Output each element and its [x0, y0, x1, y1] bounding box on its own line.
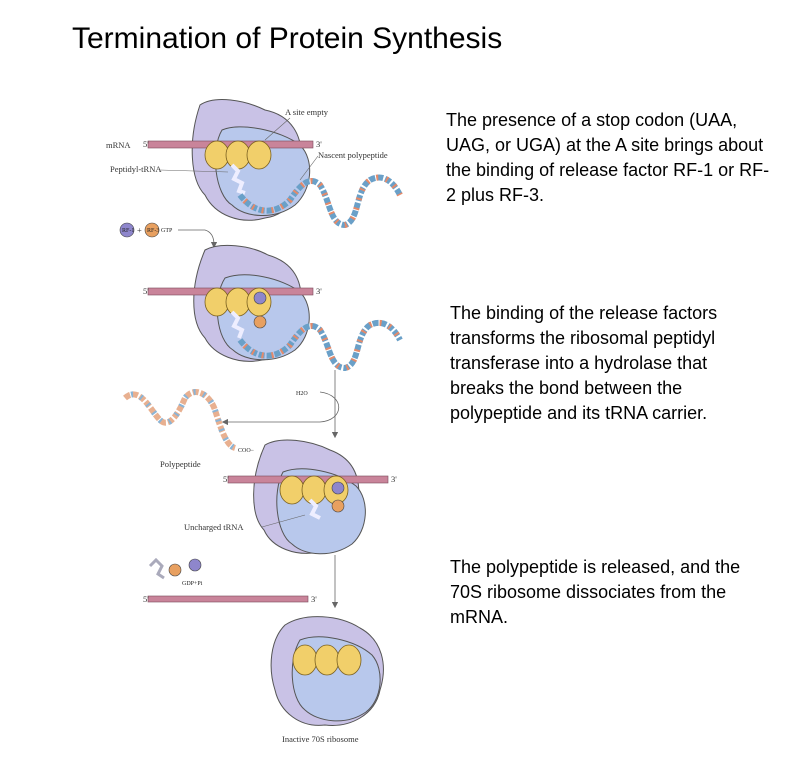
- peptidyl-trna-shape: [230, 163, 246, 195]
- stage-2: 5' 3': [143, 245, 403, 439]
- paragraph-release-factors: The binding of the release factors trans…: [450, 303, 718, 423]
- label-uncharged-trna: Uncharged tRNA: [184, 522, 244, 532]
- released-polypeptide: [123, 389, 237, 451]
- label-five-prime-2: 5': [143, 286, 149, 296]
- label-a-site-empty: A site empty: [285, 107, 329, 117]
- free-rf3: [168, 563, 182, 577]
- label-polypeptide: Polypeptide: [160, 459, 201, 469]
- free-mrna: [147, 595, 309, 603]
- bound-rf1: [253, 291, 267, 305]
- termination-diagram: A site empty mRNA 5' 3' Nascent polypept…: [106, 99, 403, 744]
- label-mrna: mRNA: [106, 140, 131, 150]
- gtp-label-1: GTP: [161, 228, 173, 234]
- rf3-label: RF-3: [147, 228, 159, 234]
- stage-1: A site empty mRNA 5' 3' Nascent polypept…: [106, 99, 403, 249]
- label-three-prime-2: 3': [316, 286, 322, 296]
- label-peptidyl-trna: Peptidyl-tRNA: [110, 164, 162, 174]
- a-site-trna: [246, 140, 272, 170]
- label-three-prime-1: 3': [316, 139, 322, 149]
- label-coo: COO−: [238, 448, 255, 454]
- free-rf1: [188, 558, 202, 572]
- rf3-ball: [144, 222, 160, 238]
- stage-3: COO− Polypeptide H2O 5' 3' Uncharged tRN…: [123, 389, 397, 609]
- label-three-prime-4: 3': [311, 594, 317, 604]
- label-five-prime-4: 5': [143, 594, 149, 604]
- label-gdp-pi: GDP+Pi: [182, 581, 203, 587]
- e-site-trna: [225, 140, 251, 170]
- rf1-label: RF-1: [122, 228, 134, 234]
- bound-rf3: [253, 315, 267, 329]
- plus-sign: +: [137, 225, 142, 235]
- stage-4: GDP+Pi 5' 3' Inactive 70S ribosome: [143, 557, 384, 744]
- nascent-polypeptide-chain: [237, 174, 403, 229]
- slide-title: Termination of Protein Synthesis: [72, 22, 503, 55]
- rf1-ball: [119, 222, 135, 238]
- p-site-trna: [204, 140, 230, 170]
- paragraph-dissociation: The polypeptide is released, and the 70S…: [450, 557, 741, 627]
- label-five-prime-1: 5': [143, 139, 149, 149]
- label-inactive-ribosome: Inactive 70S ribosome: [282, 734, 359, 744]
- label-nascent-polypeptide: Nascent polypeptide: [318, 150, 388, 160]
- label-h2o: H2O: [296, 391, 308, 397]
- label-five-prime-3: 5': [223, 474, 229, 484]
- free-trna: [148, 557, 165, 580]
- label-three-prime-3: 3': [391, 474, 397, 484]
- paragraph-stop-codon: The presence of a stop codon (UAA, UAG, …: [446, 110, 770, 205]
